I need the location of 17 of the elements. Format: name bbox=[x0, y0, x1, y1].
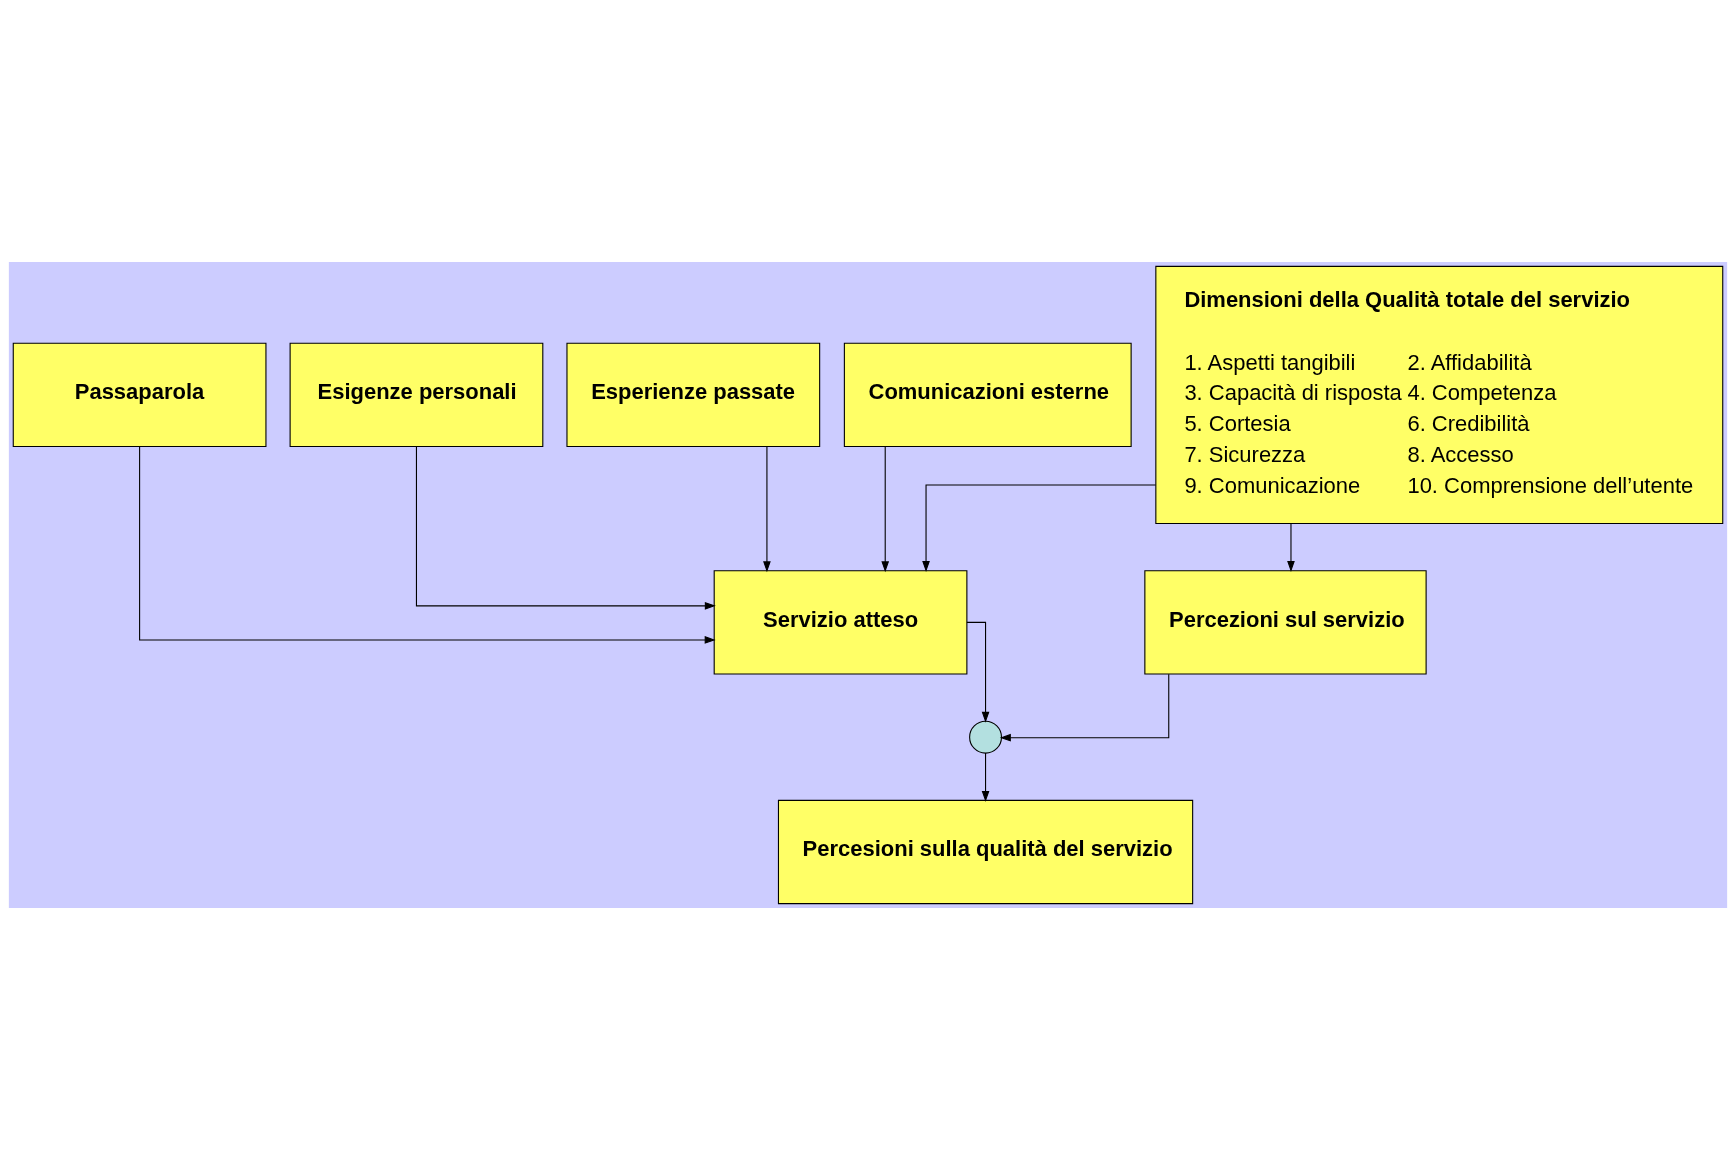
node-box: Servizio atteso bbox=[713, 570, 968, 675]
node-circle bbox=[969, 720, 1003, 754]
arrow bbox=[981, 752, 990, 802]
node-box: Passaparola bbox=[12, 342, 267, 448]
node-box: Esigenze personali bbox=[289, 342, 544, 448]
arrow bbox=[763, 446, 771, 573]
node-box: Percezioni sul servizio bbox=[1144, 570, 1427, 675]
node-box: Percesioni sulla qualità del servizio bbox=[777, 799, 1194, 905]
arrow bbox=[415, 446, 716, 610]
arrow bbox=[922, 484, 1157, 573]
arrow bbox=[881, 446, 890, 573]
node-box: Comunicazioni esterne bbox=[843, 342, 1132, 448]
arrow bbox=[999, 673, 1170, 742]
node-box: Esperienze passate bbox=[566, 342, 821, 448]
arrow bbox=[1287, 523, 1295, 572]
arrow bbox=[139, 446, 716, 644]
node-box: Dimensioni della Qualità totale del servizio 1. Aspetti tangibili 2. Affidabilità 3. Capacità di risposta 4. Competenza 5. Cortesia 6. Credibilità 7. Sicurezza 8. Accesso 9. Comunicazione 10. Comprensione dell’utente bbox=[1155, 265, 1724, 525]
